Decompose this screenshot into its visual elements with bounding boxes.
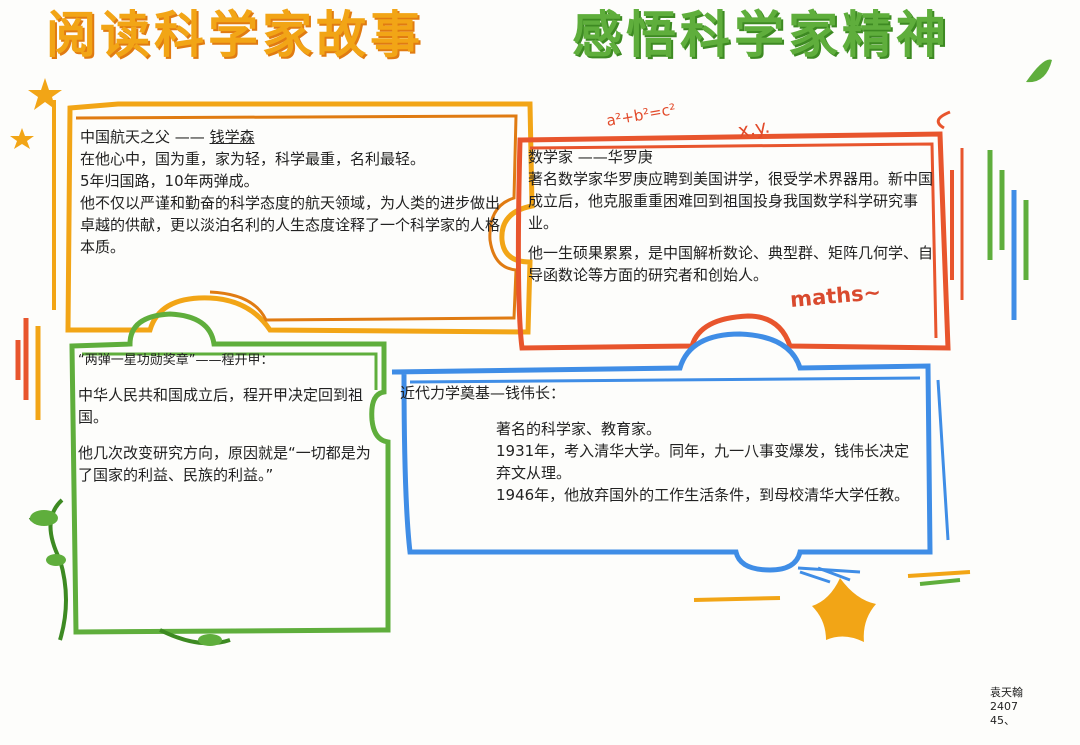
frame-qian-weichang: [391, 331, 971, 602]
heading-prefix: 中国航天之父 ——: [80, 128, 205, 146]
heading-qian-xuesen: 中国航天之父 —— 钱学森: [80, 126, 500, 148]
star-icon: [10, 128, 34, 149]
heading-name: 钱学森: [209, 128, 255, 146]
text-hua-luogeng: 数学家 ——华罗庚 著名数学家华罗庚应聘到美国讲学，很受学术界器用。新中国成立后…: [528, 146, 940, 286]
text-qian-xuesen: 中国航天之父 —— 钱学森 在他心中，国为重，家为轻，科学最重，名利最轻。 5年…: [80, 126, 500, 258]
paragraph: 中华人民共和国成立后，程开甲决定回到祖国。: [78, 386, 364, 426]
paragraph: 1931年，考入清华大学。同年，九一八事变爆发，钱伟长决定弃文从理。: [496, 442, 910, 482]
heading-hua-luogeng: 数学家 ——华罗庚: [528, 148, 653, 166]
signature-number: 45、: [990, 714, 1015, 727]
star-icon: [28, 78, 62, 110]
side-bars-right: [987, 150, 1029, 320]
paragraph: 在他心中，国为重，家为轻，科学最重，名利最轻。: [80, 150, 426, 168]
paragraph: 著名数学家华罗庚应聘到美国讲学，很受学术界器用。新中国成立后，他克服重重困难回到…: [528, 170, 934, 232]
paragraph: 他一生硕果累累，是中国解析数论、典型群、矩阵几何学、自导函数论等方面的研究者和创…: [528, 244, 934, 284]
heading-qian-weichang: 近代力学奠基—钱伟长：: [400, 384, 566, 402]
paragraph: 1946年，他放弃国外的工作生活条件，到母校清华大学任教。: [496, 486, 910, 504]
frame-qian-xuesen: [52, 100, 535, 335]
signature-class: 2407: [990, 700, 1018, 713]
paragraph: 著名的科学家、教育家。: [496, 420, 662, 438]
text-cheng-kaijia: “两弹一星功勋奖章”——程开甲： 中华人民共和国成立后，程开甲决定回到祖国。 他…: [78, 350, 378, 486]
paragraph: 他几次改变研究方向，原因就是“一切都是为了国家的利益、民族的利益。”: [78, 444, 371, 484]
paragraph: 他不仅以严谨和勤奋的科学态度的航天领域，为人类的进步做出卓越的供献，更以淡泊名利…: [80, 194, 501, 256]
signature: 袁天翰 2407 45、: [990, 686, 1023, 728]
title-left: 阅读科学家故事: [46, 6, 424, 64]
title-right: 感悟科学家精神: [572, 6, 950, 64]
frame-hua-luogeng: [515, 110, 964, 351]
flower-star-icon: [812, 578, 876, 642]
signature-name: 袁天翰: [990, 686, 1023, 699]
frame-cheng-kaijia: [28, 311, 391, 646]
text-qian-weichang: 近代力学奠基—钱伟长： 著名的科学家、教育家。 1931年，考入清华大学。同年，…: [400, 382, 920, 506]
heading-cheng-kaijia: “两弹一星功勋奖章”——程开甲：: [78, 353, 274, 368]
side-bars: [15, 318, 41, 420]
paragraph: 5年归国路，10年两弹成。: [80, 172, 259, 190]
leaf-icon: [1026, 59, 1052, 83]
body-qian-weichang: 著名的科学家、教育家。 1931年，考入清华大学。同年，九一八事变爆发，钱伟长决…: [400, 404, 920, 506]
